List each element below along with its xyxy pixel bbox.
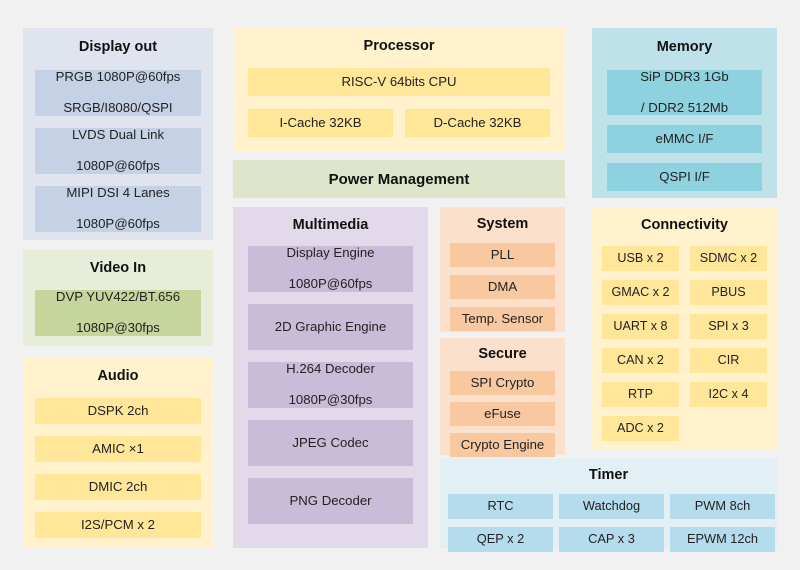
block-crypto-engine: Crypto Engine: [450, 432, 555, 457]
timer-grid: RTC Watchdog PWM 8ch QEP x 2 CAP x 3 EPW…: [448, 493, 775, 552]
block-cir: CIR: [690, 347, 767, 373]
section-display-out: Display out PRGB 1080P@60fps SRGB/I8080/…: [23, 28, 213, 240]
block-lvds: LVDS Dual Link 1080P@60fps: [35, 127, 201, 174]
section-title-connectivity: Connectivity: [640, 217, 728, 233]
block-cpu: RISC-V 64bits CPU: [248, 67, 550, 96]
block-png-decoder: PNG Decoder: [248, 477, 413, 524]
section-title-power-management: Power Management: [328, 170, 470, 188]
block-mipi-dsi-line2: 1080P@60fps: [76, 216, 160, 232]
block-uart: UART x 8: [602, 313, 679, 339]
block-dvp-line2: 1080P@30fps: [76, 320, 160, 336]
block-cap: CAP x 3: [559, 526, 664, 552]
block-adc: ADC x 2: [602, 415, 679, 441]
block-dspk: DSPK 2ch: [35, 397, 201, 424]
block-emmc-if: eMMC I/F: [607, 124, 762, 153]
block-h264-decoder: H.264 Decoder 1080P@30fps: [248, 361, 413, 408]
block-mipi-dsi-line1: MIPI DSI 4 Lanes: [66, 185, 170, 201]
block-display-engine: Display Engine 1080P@60fps: [248, 245, 413, 292]
block-sip-ddr: SiP DDR3 1Gb / DDR2 512Mb: [607, 68, 762, 115]
section-title-processor: Processor: [363, 38, 435, 54]
block-lvds-line2: 1080P@60fps: [76, 158, 160, 174]
section-audio: Audio DSPK 2ch AMIC ×1 DMIC 2ch I2S/PCM …: [23, 358, 213, 548]
block-rtp: RTP: [602, 381, 679, 407]
block-dvp: DVP YUV422/BT.656 1080P@30fps: [35, 289, 201, 336]
section-title-multimedia: Multimedia: [292, 217, 369, 233]
block-jpeg-codec: JPEG Codec: [248, 419, 413, 466]
section-title-memory: Memory: [656, 39, 713, 55]
block-dma: DMA: [450, 274, 555, 299]
block-h264-decoder-line2: 1080P@30fps: [288, 392, 373, 408]
section-connectivity: Connectivity USB x 2 SDMC x 2 GMAC x 2 P…: [592, 207, 777, 449]
section-system: System PLL DMA Temp. Sensor: [440, 207, 565, 332]
block-h264-decoder-line1: H.264 Decoder: [286, 361, 375, 377]
section-title-system: System: [476, 216, 529, 232]
section-multimedia: Multimedia Display Engine 1080P@60fps 2D…: [233, 207, 428, 548]
block-efuse: eFuse: [450, 401, 555, 426]
block-display-engine-line2: 1080P@60fps: [288, 276, 373, 292]
block-display-engine-line1: Display Engine: [286, 245, 375, 261]
section-memory: Memory SiP DDR3 1Gb / DDR2 512Mb eMMC I/…: [592, 28, 777, 198]
section-title-secure: Secure: [478, 346, 527, 362]
block-prgb-line2: SRGB/I8080/QSPI: [63, 100, 173, 116]
block-watchdog: Watchdog: [559, 493, 664, 519]
block-dcache: D-Cache 32KB: [405, 108, 550, 137]
block-spi: SPI x 3: [690, 313, 767, 339]
section-secure: Secure SPI Crypto eFuse Crypto Engine: [440, 338, 565, 457]
block-dvp-line1: DVP YUV422/BT.656: [55, 289, 181, 305]
block-icache: I-Cache 32KB: [248, 108, 393, 137]
cache-row: I-Cache 32KB D-Cache 32KB: [248, 108, 550, 137]
section-title-audio: Audio: [97, 368, 139, 384]
section-power-management: Power Management: [233, 160, 565, 198]
block-pll: PLL: [450, 242, 555, 267]
block-pbus: PBUS: [690, 279, 767, 305]
block-temp-sensor: Temp. Sensor: [450, 306, 555, 331]
block-sip-ddr-line1: SiP DDR3 1Gb: [640, 68, 729, 84]
section-processor: Processor RISC-V 64bits CPU I-Cache 32KB…: [233, 28, 565, 152]
block-spi-crypto: SPI Crypto: [450, 370, 555, 395]
block-2d-graphic-engine: 2D Graphic Engine: [248, 303, 413, 350]
block-qspi-if: QSPI I/F: [607, 162, 762, 191]
connectivity-grid: USB x 2 SDMC x 2 GMAC x 2 PBUS UART x 8 …: [602, 245, 767, 441]
section-timer: Timer RTC Watchdog PWM 8ch QEP x 2 CAP x…: [440, 458, 777, 552]
block-lvds-line1: LVDS Dual Link: [71, 127, 165, 143]
connectivity-empty-slot: [690, 416, 767, 441]
block-sip-ddr-line2: / DDR2 512Mb: [640, 99, 729, 115]
block-pwm: PWM 8ch: [670, 493, 775, 519]
block-usb: USB x 2: [602, 245, 679, 271]
block-rtc: RTC: [448, 493, 553, 519]
section-title-timer: Timer: [588, 467, 629, 483]
block-epwm: EPWM 12ch: [670, 526, 775, 552]
block-sdmc: SDMC x 2: [690, 245, 767, 271]
block-prgb-line1: PRGB 1080P@60fps: [55, 69, 181, 85]
block-amic: AMIC ×1: [35, 435, 201, 462]
section-video-in: Video In DVP YUV422/BT.656 1080P@30fps: [23, 250, 213, 346]
section-title-display-out: Display out: [78, 39, 158, 55]
block-qep: QEP x 2: [448, 526, 553, 552]
block-can: CAN x 2: [602, 347, 679, 373]
block-dmic: DMIC 2ch: [35, 473, 201, 500]
block-mipi-dsi: MIPI DSI 4 Lanes 1080P@60fps: [35, 185, 201, 232]
block-prgb: PRGB 1080P@60fps SRGB/I8080/QSPI: [35, 69, 201, 116]
block-i2c: I2C x 4: [690, 381, 767, 407]
block-i2s-pcm: I2S/PCM x 2: [35, 511, 201, 538]
block-gmac: GMAC x 2: [602, 279, 679, 305]
section-title-video-in: Video In: [89, 260, 147, 276]
